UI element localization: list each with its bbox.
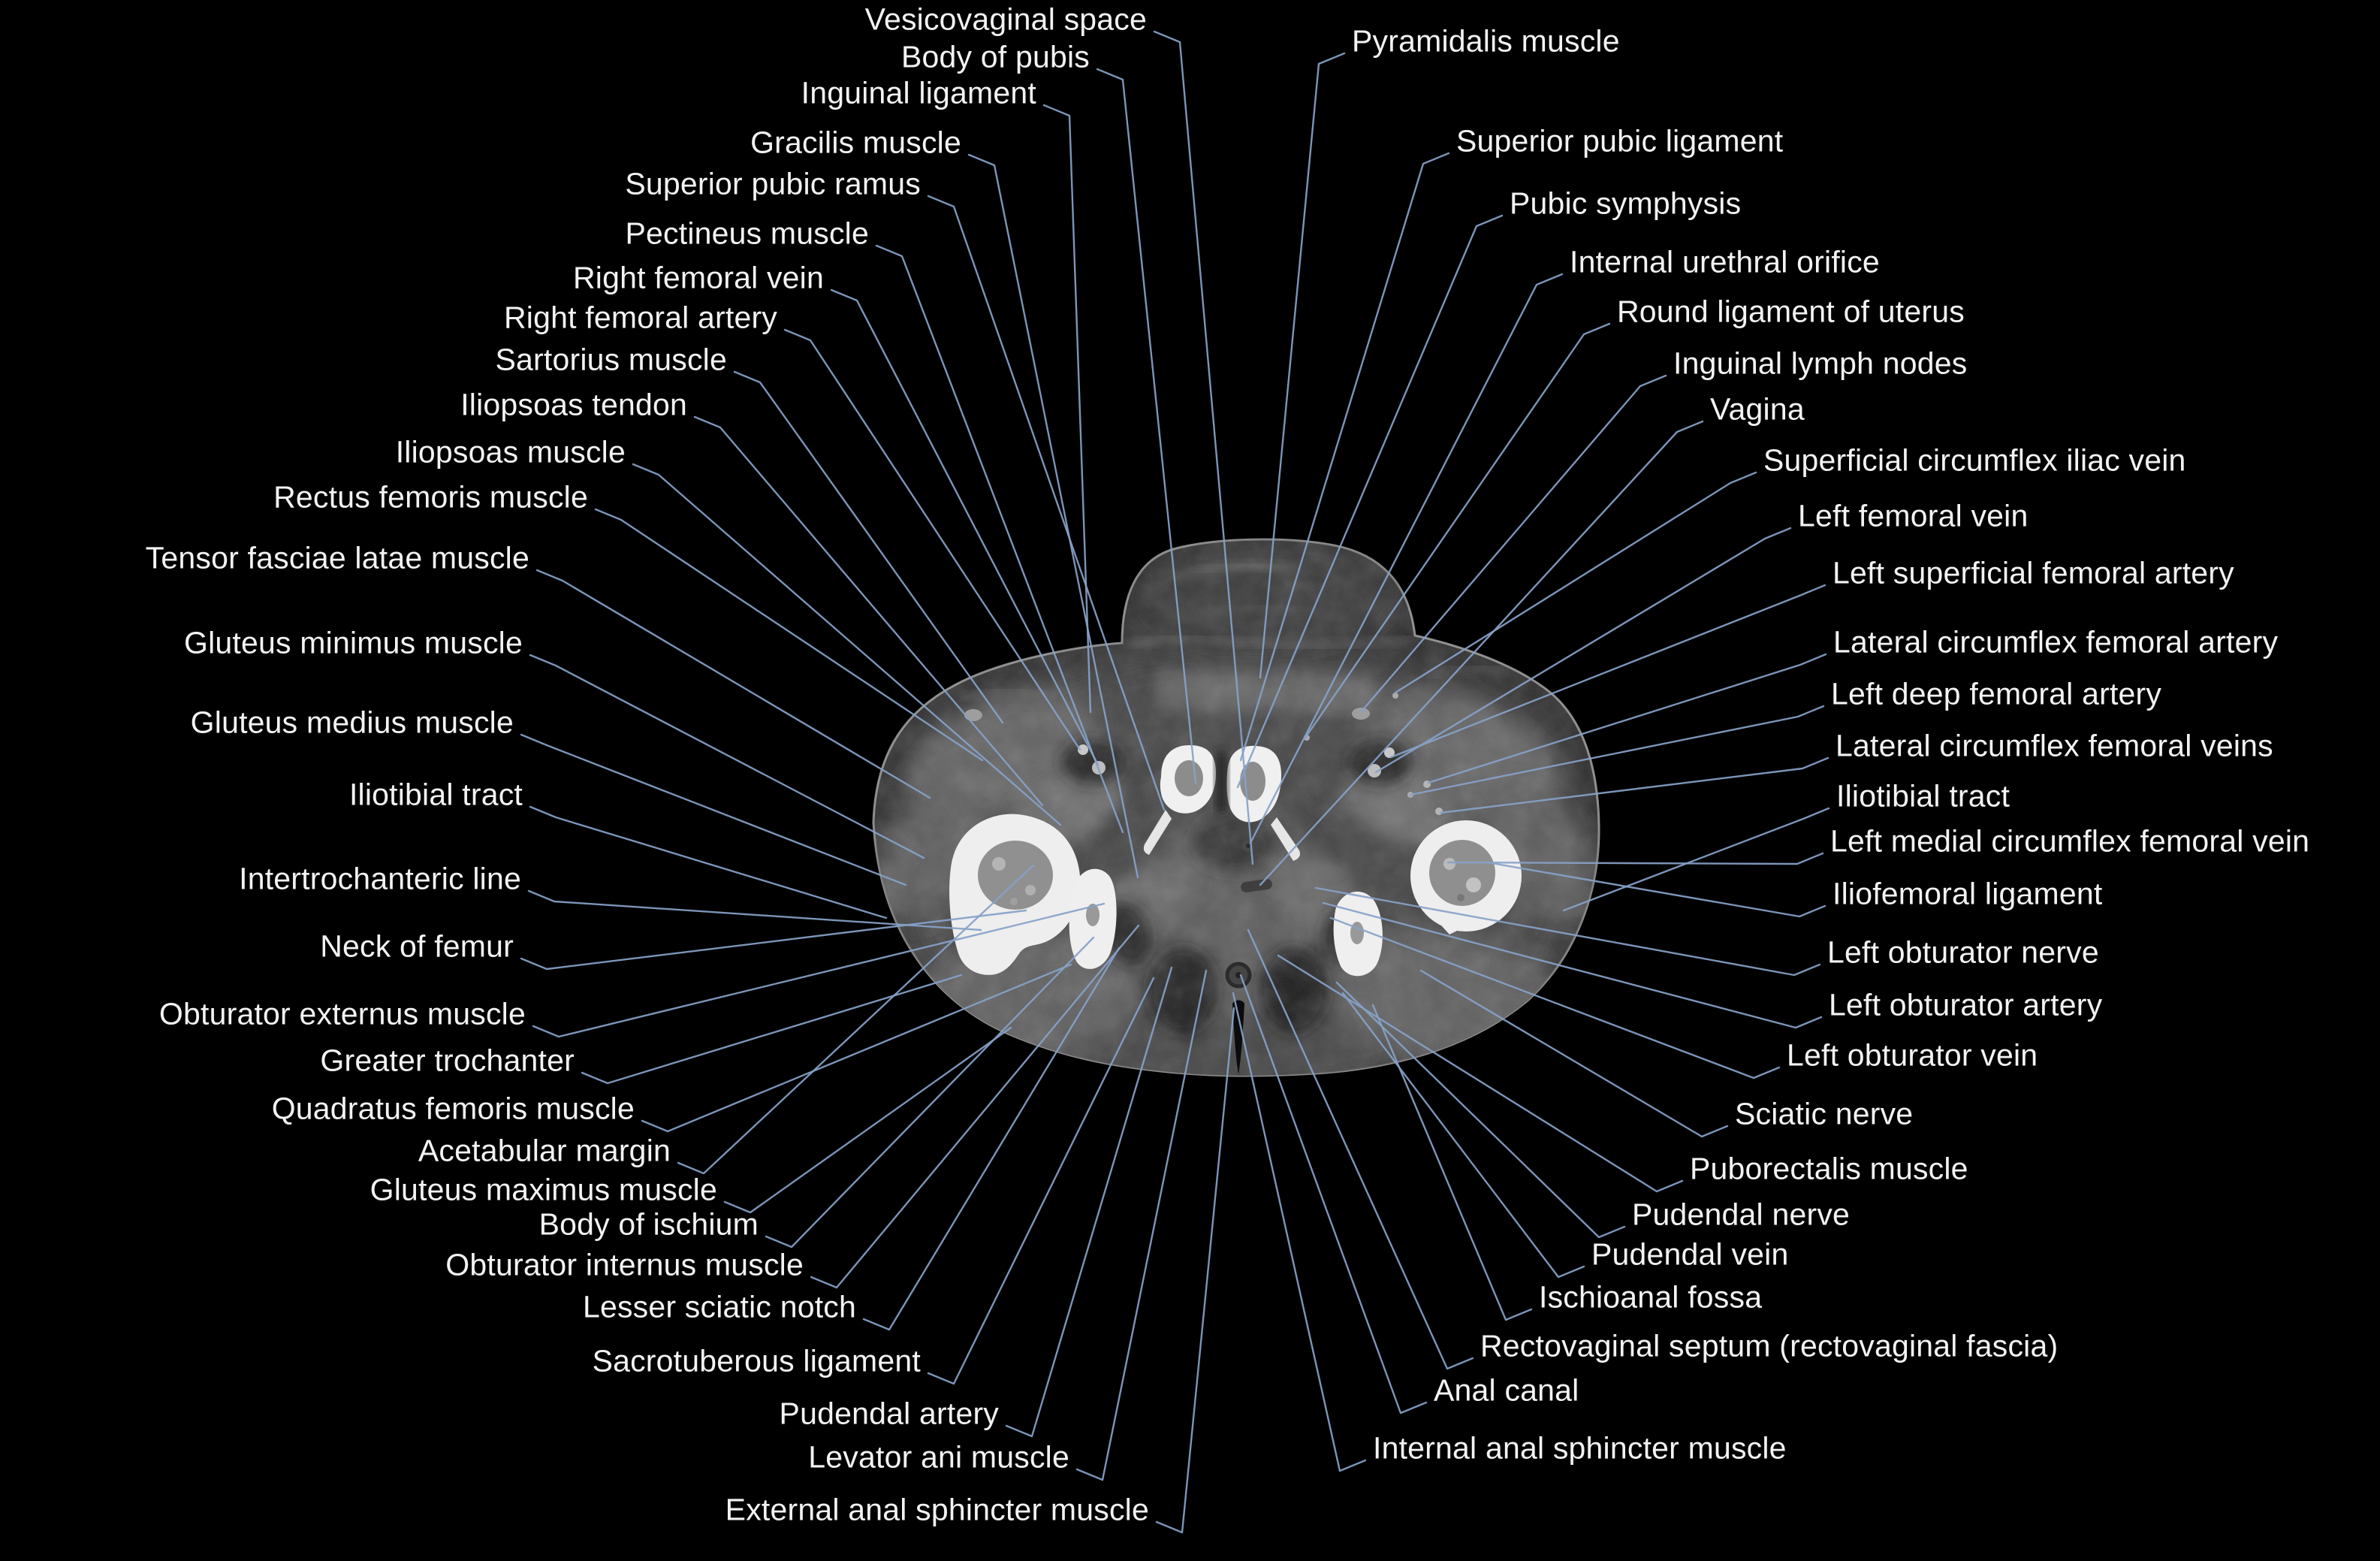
leader-line bbox=[693, 415, 1044, 807]
leader-line bbox=[581, 974, 963, 1085]
leader-line bbox=[1249, 273, 1564, 844]
leader-line bbox=[1409, 705, 1825, 796]
leader-line bbox=[1042, 104, 1092, 714]
bones bbox=[949, 745, 1522, 977]
leader-line bbox=[632, 463, 1062, 826]
leader-line bbox=[529, 805, 888, 919]
left-femoral-artery-dot bbox=[1384, 747, 1395, 758]
leader-line bbox=[1374, 527, 1792, 774]
leader-line bbox=[1359, 374, 1667, 714]
leader-line bbox=[677, 864, 1035, 1175]
leader-line bbox=[1439, 756, 1829, 814]
leader-line bbox=[535, 569, 931, 799]
right-femoral-artery-dot bbox=[1078, 744, 1088, 755]
leader-line bbox=[1232, 992, 1367, 1472]
leader-line bbox=[733, 370, 1004, 724]
leader-line bbox=[527, 889, 982, 931]
leader-line bbox=[1394, 471, 1757, 694]
leader-line bbox=[927, 195, 1166, 811]
inguinal-node-left bbox=[1352, 708, 1370, 720]
leader-line bbox=[1239, 974, 1428, 1415]
leader-line bbox=[1419, 969, 1729, 1138]
leader-line bbox=[723, 1026, 1012, 1214]
leader-line bbox=[1277, 954, 1684, 1193]
leader-line bbox=[1075, 969, 1208, 1481]
leader-line bbox=[1153, 30, 1254, 865]
vagina-marker bbox=[1241, 879, 1272, 892]
leader-line bbox=[1562, 807, 1830, 912]
leader-line bbox=[1446, 852, 1824, 865]
leader-line bbox=[1259, 420, 1704, 886]
leader-line bbox=[1236, 214, 1504, 789]
leader-line bbox=[1486, 861, 1826, 918]
leader-line bbox=[765, 936, 1095, 1248]
leader-line bbox=[1239, 152, 1450, 762]
leader-line bbox=[927, 977, 1155, 1385]
pubic-symphysis-gap bbox=[1217, 751, 1226, 813]
leader-line bbox=[532, 902, 1106, 1038]
leader-line bbox=[783, 328, 1081, 751]
leader-line bbox=[1155, 1007, 1235, 1534]
leader-line bbox=[1259, 52, 1346, 679]
leader-line bbox=[1389, 584, 1826, 759]
leader-line bbox=[967, 153, 1139, 879]
leader-line bbox=[1335, 981, 1626, 1239]
leader-line bbox=[1005, 966, 1173, 1438]
leader-line bbox=[529, 654, 925, 859]
leader-line bbox=[875, 244, 1124, 834]
left-femoral-vein-dot bbox=[1368, 764, 1381, 777]
leader-line bbox=[1314, 886, 1821, 977]
leader-line bbox=[1096, 68, 1197, 784]
leader-line bbox=[1304, 322, 1611, 739]
leader-line bbox=[520, 733, 907, 886]
leader-line bbox=[1341, 992, 1585, 1279]
gluteal-cleft bbox=[1232, 1000, 1244, 1074]
leader-line bbox=[641, 963, 1072, 1133]
ct-scan bbox=[872, 538, 1600, 1077]
leader-line bbox=[520, 909, 1027, 971]
leader-lines bbox=[520, 30, 1830, 1534]
leader-line bbox=[1427, 653, 1827, 784]
leader-line bbox=[810, 924, 1140, 1289]
leader-line bbox=[830, 288, 1100, 766]
leader-line bbox=[1322, 901, 1823, 1029]
inguinal-node-right bbox=[964, 709, 982, 721]
leader-line bbox=[594, 508, 984, 762]
leader-line bbox=[1247, 928, 1474, 1370]
leader-line bbox=[1329, 916, 1781, 1079]
leader-line bbox=[1371, 1004, 1533, 1321]
leader-line bbox=[862, 947, 1121, 1331]
